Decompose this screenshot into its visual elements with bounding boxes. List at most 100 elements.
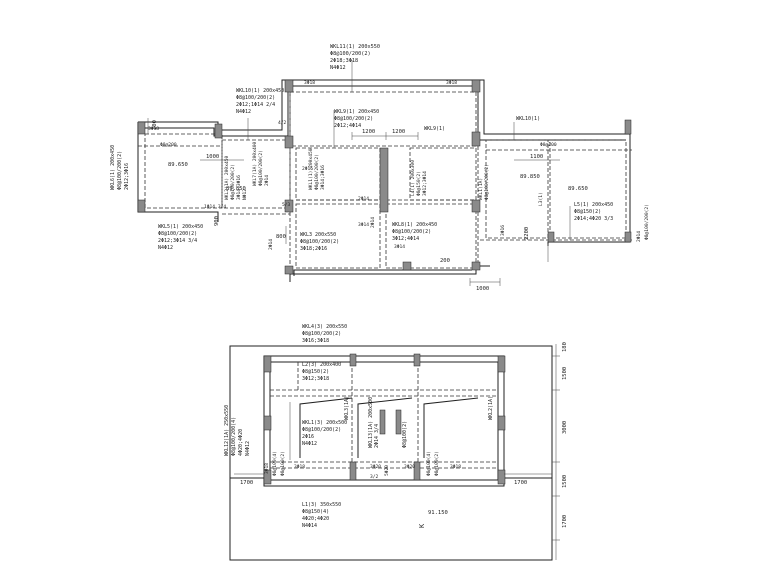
dimension-label: 1200 [392, 129, 405, 135]
note-line: N4Φ12 [302, 441, 317, 447]
note-line: 2Φ16 [302, 434, 314, 440]
beam-note-wkl9: WKL9(1) 200x450 Φ8@100/200(2) 2Φ12;4Φ14 [334, 109, 379, 129]
beam-note-l5: L5(1) 200x450 Φ8@150(2) 2Φ14;4Φ20 3/3 [574, 202, 613, 222]
beam-note-l4-vertical: L4(1) 200x300 Φ8@150(2) 3Φ12;3Φ14 [410, 160, 428, 196]
note-line: N4Φ12 [158, 245, 173, 251]
upper-elevations: 89.650 89.850 89.850 89.650 [168, 162, 588, 192]
rebar-label: 3Φ16 [500, 225, 506, 236]
note-line: 2Φ12;3Φ16 [124, 163, 130, 190]
rebar-label: 3Φ18 [446, 80, 457, 86]
note-line: Φ8@100/200(2) [117, 151, 123, 190]
dimension-label: 1000 [476, 286, 489, 292]
note-line: 2Φ18;3Φ18 [330, 58, 358, 64]
rebar-label: 1Φ14 3/4 [204, 204, 226, 210]
rebar-label: 5/3 [282, 202, 291, 208]
dimension-label: 1700 [514, 480, 527, 486]
beam-note-wkl8: WKL8(1) 200x450 Φ8@100/200(2) 3Φ12;4Φ14 [392, 222, 437, 242]
rebar-label: 3Φ18 [304, 80, 315, 86]
elevation-label: 91.150 [428, 510, 448, 516]
note-line: 2Φ14 3/4 [374, 424, 380, 448]
note-line: 2Φ12;1Φ14 2/4 [236, 102, 275, 108]
note-line: WKL3 200x550 [300, 232, 336, 238]
note-line: Φ8@100/200(4) [231, 417, 237, 456]
note-line: 3Φ12;3Φ18 [302, 376, 329, 382]
lower-beam-notes: WKL4(3) 200x550 Φ8@100/200(2) 3Φ16;3Φ18 … [224, 324, 494, 529]
rebar-label: Φ8@100(4) [272, 451, 278, 476]
note-line: 3Φ12;4Φ14 [392, 236, 419, 242]
rebar-label: Φ8@200 [160, 142, 177, 148]
note-line: 4Φ20;4Φ20 [238, 429, 244, 456]
elevation-label: 89.650 [168, 162, 188, 168]
upper-leaders [147, 60, 571, 240]
dimension-label: 3000 [562, 421, 568, 434]
note-line: Φ8@100/200(2) [158, 231, 197, 237]
note-line: Φ8@150(4) [302, 509, 329, 515]
beam-note-wkl7-vertical: WKL7(1A) 200x400 Φ8@100/200(2) 2Φ14 [252, 142, 270, 186]
note-line: N4Φ12 [236, 109, 251, 115]
note-line: Φ8@150(2) [416, 171, 422, 196]
note-line: WKL1(1A) [478, 178, 484, 200]
beam-note-l2: L2(3) 200x400 Φ8@150(2) 3Φ12;3Φ18 [302, 362, 341, 382]
note-line: Φ8@100/200(2) [236, 95, 275, 101]
dimension-label: 1500 [562, 367, 568, 380]
note-line: 3Φ12;3Φ14 [422, 171, 428, 196]
beam-note-wkl5: WKL5(1) 200x450 Φ8@100/200(2) 2Φ12;3Φ14 … [158, 224, 203, 251]
note-line: WKL5(1) 200x450 [158, 224, 203, 230]
note-line: WKL7(1A) 200x400 [252, 142, 258, 186]
note-line: WKL8(1) 200x450 [392, 222, 437, 228]
note-line: Φ8@100/200(2) [314, 154, 320, 190]
slab-mark: K [418, 523, 426, 528]
rebar-label: Φ8@100(2) [434, 451, 440, 476]
rebar-label: 3Φ20 [404, 464, 415, 470]
rebar-label: 3Φ14 [394, 244, 405, 250]
beam-note-wkl6: WKL6(1) 200x450 Φ8@100/200(2) 2Φ12;3Φ16 [110, 145, 130, 190]
note-line: 4Φ20;4Φ20 [302, 516, 329, 522]
upper-dimensions: 1200 1200 1000 1100 900 800 2200 1000 70… [152, 120, 543, 292]
note-line: WKL6(1) 200x450 [110, 145, 116, 190]
rebar-label: 2Φ14 [370, 217, 376, 228]
note-line: WKL4(3) 200x550 [302, 324, 347, 330]
note-line: 3Φ18;2Φ16 [300, 246, 327, 252]
rebar-label: 3Φ18 [264, 463, 270, 474]
lower-plan: WKL4(3) 200x550 Φ8@100/200(2) 3Φ16;3Φ18 … [224, 324, 568, 561]
rebar-label: 3Φ18 [294, 464, 305, 470]
note-line: L2(3) 200x400 [302, 362, 341, 368]
rebar-label: Φ8@100(4) [426, 451, 432, 476]
upper-dimension-lines [200, 132, 560, 286]
rebar-label: 3Φ18 [450, 464, 461, 470]
note-line: WKL1(1) 200x450 [308, 148, 314, 190]
rebar-label: Φ8@100/200(2) [644, 204, 650, 240]
rebar-label: 3/2 [370, 474, 379, 480]
note-line: 2Φ14;4Φ20 3/3 [574, 216, 613, 222]
lower-outline [229, 345, 553, 561]
note-line: Φ8@100/200(2) [330, 51, 371, 57]
lower-dimensions: 1700 1700 1500 3000 1500 1700 180 [240, 342, 568, 528]
beam-note-wkl13-vertical: WKL13(1A) 200x500 2Φ14 3/4 Φ8@100(2) [368, 397, 408, 448]
note-line: 2Φ12;4Φ14 [334, 123, 361, 129]
elevation-label: 89.850 [520, 174, 540, 180]
elevation-label: 89.650 [568, 186, 588, 192]
note-line: WKL2(1A) 200x450 [224, 156, 230, 200]
lower-beams [270, 362, 498, 480]
note-line: Φ8@100/200(2) [484, 164, 490, 200]
rebar-label: 5Φ20 [384, 465, 390, 476]
rebar-label: Φ8@200 [540, 142, 557, 148]
note-line: L1(3) 350x550 [302, 502, 341, 508]
note-line: WKL10(1) 200x450 [236, 88, 284, 94]
note-line: Φ8@100/200(2) [302, 427, 341, 433]
dimension-label: 1500 [562, 475, 568, 488]
dimension-label: 1200 [362, 129, 375, 135]
note-line: 3Φ14;3Φ16 [236, 175, 242, 200]
upper-plan: WKL11(1) 200x550 Φ8@100/200(2) 2Φ18;3Φ18… [110, 44, 650, 292]
note-line: N4Φ12 [330, 65, 346, 71]
beam-note-wkl1: WKL1(3) 200x500 Φ8@100/200(2) 2Φ16 N4Φ12 [302, 420, 347, 447]
note-line: L5(1) 200x450 [574, 202, 613, 208]
note-line: 3Φ14;3Φ16 [320, 165, 326, 190]
note-line: 2Φ14 [264, 175, 270, 186]
note-line: N4Φ14 [302, 523, 317, 529]
dimension-label: 200 [440, 258, 450, 264]
beam-note-wkl12-vertical: WKL12(1A) 250x550 Φ8@100/200(4) 4Φ20;4Φ2… [224, 405, 251, 456]
note-line: 3Φ16;3Φ18 [302, 338, 329, 344]
rebar-label: 2Φ14 [268, 239, 274, 250]
